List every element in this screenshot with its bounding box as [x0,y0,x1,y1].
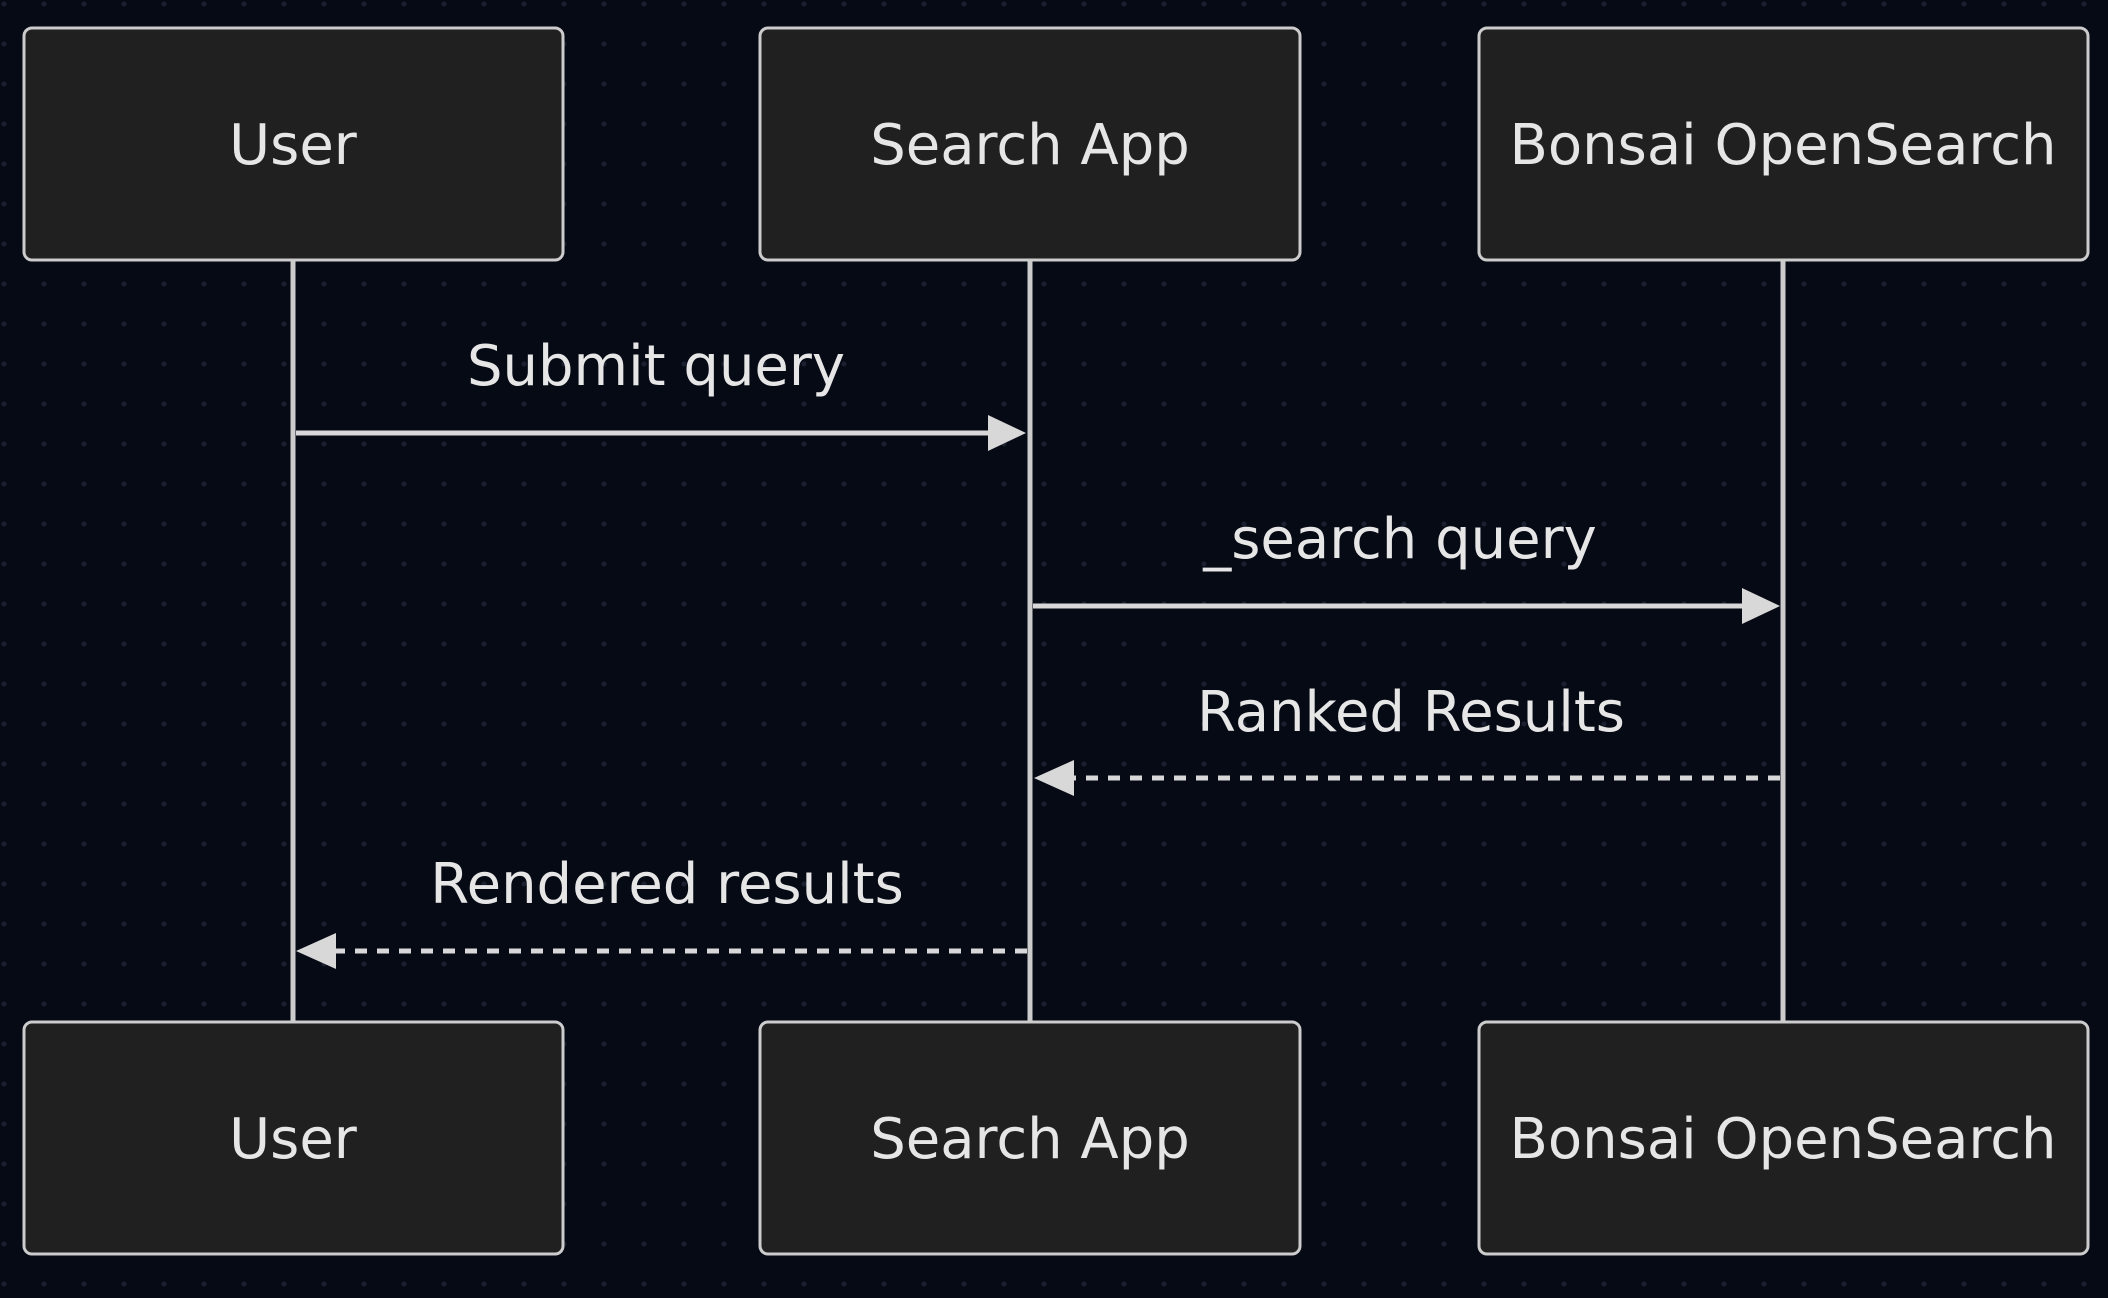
participant-label: User [229,113,358,178]
arrowhead-right [988,415,1026,451]
message-ranked-results: Ranked Results [1034,680,1780,796]
message-submit-query: Submit query [296,334,1026,451]
participant-user-bottom: User [22,1020,565,1256]
message-rendered-results: Rendered results [296,852,1027,969]
arrowhead-left [296,933,336,969]
participant-bonsai-opensearch-top: Bonsai OpenSearch [1477,26,2090,262]
participant-label: Search App [870,1107,1190,1172]
message-label: Submit query [467,334,845,399]
message-label: Ranked Results [1197,680,1625,745]
participant-bonsai-opensearch-bottom: Bonsai OpenSearch [1477,1020,2090,1256]
participant-label: Bonsai OpenSearch [1510,1107,2057,1172]
participant-user-top: User [22,26,565,262]
participant-search-app-bottom: Search App [758,1020,1302,1256]
participant-search-app-top: Search App [758,26,1302,262]
message-search-query: _search query [1033,507,1780,624]
message-label: _search query [1202,507,1596,572]
participant-label: Search App [870,113,1190,178]
participant-label: Bonsai OpenSearch [1510,113,2057,178]
arrowhead-right [1742,588,1780,624]
message-label: Rendered results [430,852,904,917]
participant-label: User [229,1107,358,1172]
arrowhead-left [1034,760,1074,796]
